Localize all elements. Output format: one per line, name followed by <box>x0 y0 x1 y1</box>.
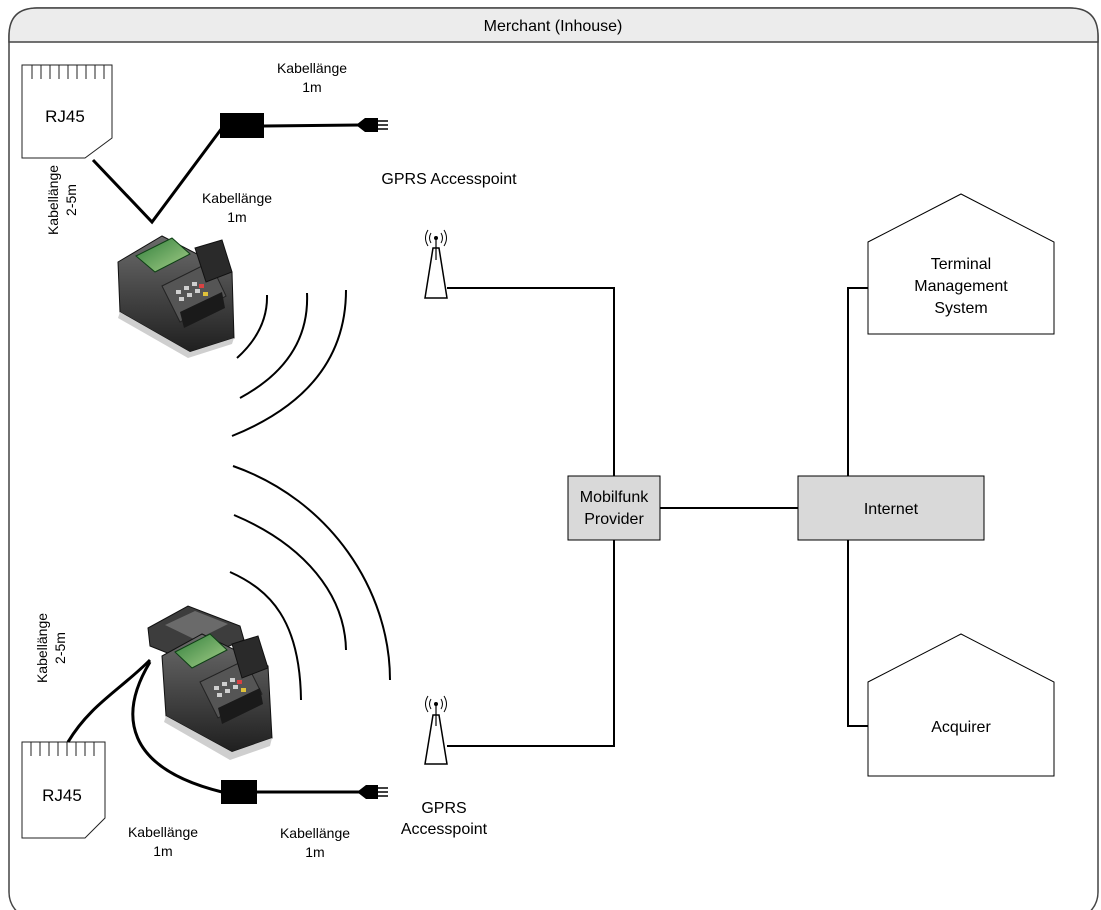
frame-header <box>8 7 1099 43</box>
cable-length-label: Kabellänge <box>34 613 50 683</box>
rj45-label-top: RJ45 <box>45 107 85 126</box>
acquirer-label: Acquirer <box>931 719 991 736</box>
rj45-socket-top: RJ45 <box>21 64 113 159</box>
cable-length-value: 1m <box>305 844 324 860</box>
tms-label-line2: Management <box>914 278 1008 295</box>
rj45-socket-bottom: RJ45 <box>21 741 106 839</box>
tms-label-line1: Terminal <box>931 256 991 273</box>
mobile-provider-box: Mobilfunk Provider <box>567 475 661 541</box>
payment-terminal-bottom <box>147 605 273 760</box>
internet-box: Internet <box>797 475 985 541</box>
power-plug-bottom <box>357 785 388 799</box>
cable-length-value: 1m <box>153 843 172 859</box>
cable-length-label: Kabellänge <box>280 825 350 841</box>
cable-length-value: 1m <box>302 79 321 95</box>
cable-length-rj45-top: Kabellänge 2-5m <box>45 165 79 235</box>
cables-top <box>91 123 361 225</box>
acquirer-house: Acquirer <box>867 633 1055 777</box>
cable-length-label: Kabellänge <box>277 60 347 76</box>
antenna-icon-bottom <box>424 695 448 765</box>
cable-length-label: Kabellänge <box>45 165 61 235</box>
power-adapter-top <box>220 113 264 138</box>
cable-length-label: Kabellänge <box>128 824 198 840</box>
cable-length-label: Kabellänge <box>202 190 272 206</box>
provider-label-line1: Mobilfunk <box>580 489 649 506</box>
radio-waves <box>229 289 391 701</box>
rj45-label-bottom: RJ45 <box>42 786 82 805</box>
accesspoint-label-bottom-line2: Accesspoint <box>401 821 488 838</box>
cables-bottom <box>66 658 360 794</box>
accesspoint-label-bottom-line1: GPRS <box>421 800 466 817</box>
cable-length-value: 1m <box>227 209 246 225</box>
tms-label-line3: System <box>934 300 987 317</box>
internet-label: Internet <box>864 501 919 518</box>
accesspoint-label-top: GPRS Accesspoint <box>381 171 517 188</box>
merchant-frame: Merchant (Inhouse) <box>8 7 1099 910</box>
cable-length-value: 2-5m <box>63 184 79 216</box>
payment-terminal-top <box>117 235 235 358</box>
provider-label-line2: Provider <box>584 511 644 528</box>
power-plug-top <box>356 118 388 132</box>
cable-length-value: 2-5m <box>52 632 68 664</box>
connection-lines <box>447 287 868 747</box>
cable-length-rj45-bottom: Kabellänge 2-5m <box>34 613 68 683</box>
power-adapter-bottom <box>221 780 257 804</box>
frame-title: Merchant (Inhouse) <box>484 18 623 35</box>
tms-house: Terminal Management System <box>867 193 1055 335</box>
antenna-icon-top <box>424 229 448 299</box>
